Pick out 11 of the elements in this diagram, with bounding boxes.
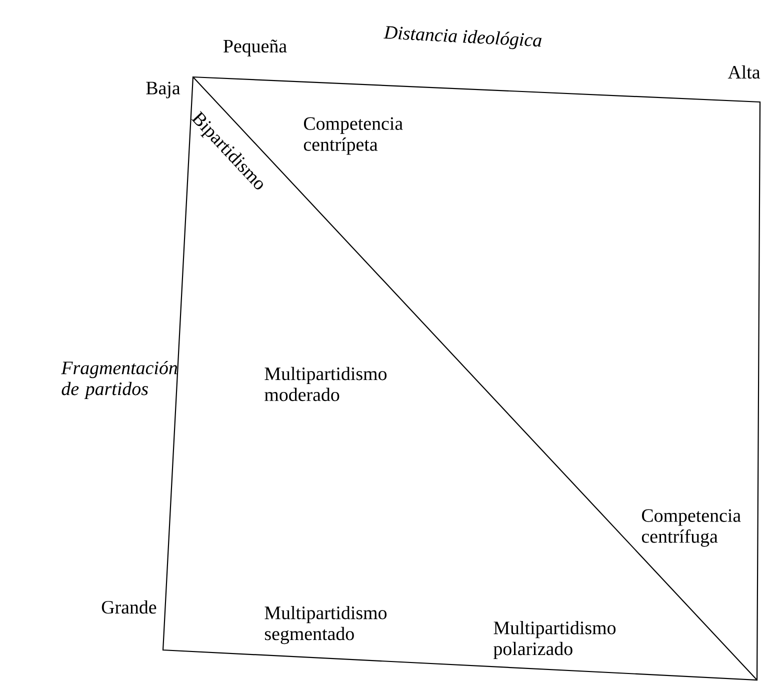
- axis-label: Alta: [728, 65, 760, 79]
- axis-title: Fragmentación de partidos: [61, 360, 178, 400]
- cell-label: Multipartidismo moderado: [264, 366, 387, 402]
- axis-label: Grande: [102, 600, 156, 614]
- axis-label: Baja: [146, 82, 180, 98]
- cell-label: Multipartidismo polarizado: [494, 620, 616, 660]
- axis-label: Pequeña: [223, 40, 287, 56]
- cell-label: Competencia centrífuga: [642, 509, 741, 547]
- cell-label: Multipartidismo segmentado: [264, 606, 387, 644]
- cell-label: Competencia centrípeta: [304, 117, 403, 155]
- axis-title: Distancia ideológica: [384, 26, 542, 50]
